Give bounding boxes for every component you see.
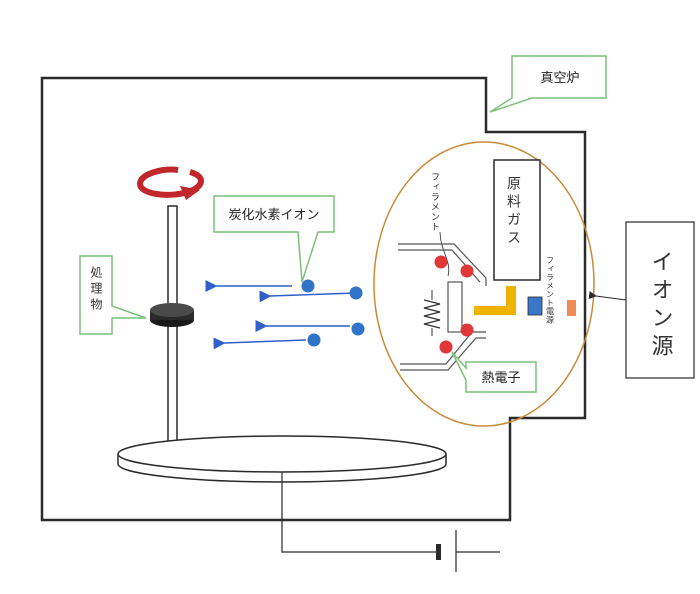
ion-source-label: イオン源 — [648, 250, 674, 362]
hydrocarbon-ion-callout: 炭化水素イオン — [213, 195, 335, 283]
thermal-electron-callout: 熱電子 — [451, 351, 537, 393]
ion-source-enlarged-view — [373, 141, 595, 427]
vacuum-furnace-label: 真空炉 — [540, 71, 579, 86]
ion-flight-arrows — [205, 280, 357, 350]
vacuum-furnace-callout: 真空炉 — [489, 55, 607, 113]
rotating-shaft — [167, 205, 178, 455]
workpiece-callout: 処理物 — [79, 255, 147, 335]
filament-power-supply: フィラメント電源 — [527, 256, 555, 325]
ground-wiring — [281, 472, 500, 572]
filament-power-label: フィラメント電源 — [546, 256, 555, 325]
raw-gas-label: 原料ガス — [505, 176, 521, 248]
raw-gas-inlet: 原料ガス — [493, 159, 541, 281]
workpiece-disc — [150, 303, 194, 327]
terminal — [567, 300, 576, 316]
filament-label: フィラメント — [429, 172, 439, 232]
thermal-electron-label: 熱電子 — [481, 371, 520, 386]
hydrocarbon-ions — [301, 279, 365, 347]
extraction-electrode — [474, 286, 516, 315]
hydrocarbon-ion-label: 炭化水素イオン — [228, 208, 319, 223]
rotation-arrow-icon — [136, 166, 204, 200]
workpiece-label: 処理物 — [89, 266, 103, 314]
filament-leader — [439, 231, 450, 277]
ion-source-callout: イオン源 — [588, 221, 695, 379]
thermal-electrons — [434, 255, 474, 354]
